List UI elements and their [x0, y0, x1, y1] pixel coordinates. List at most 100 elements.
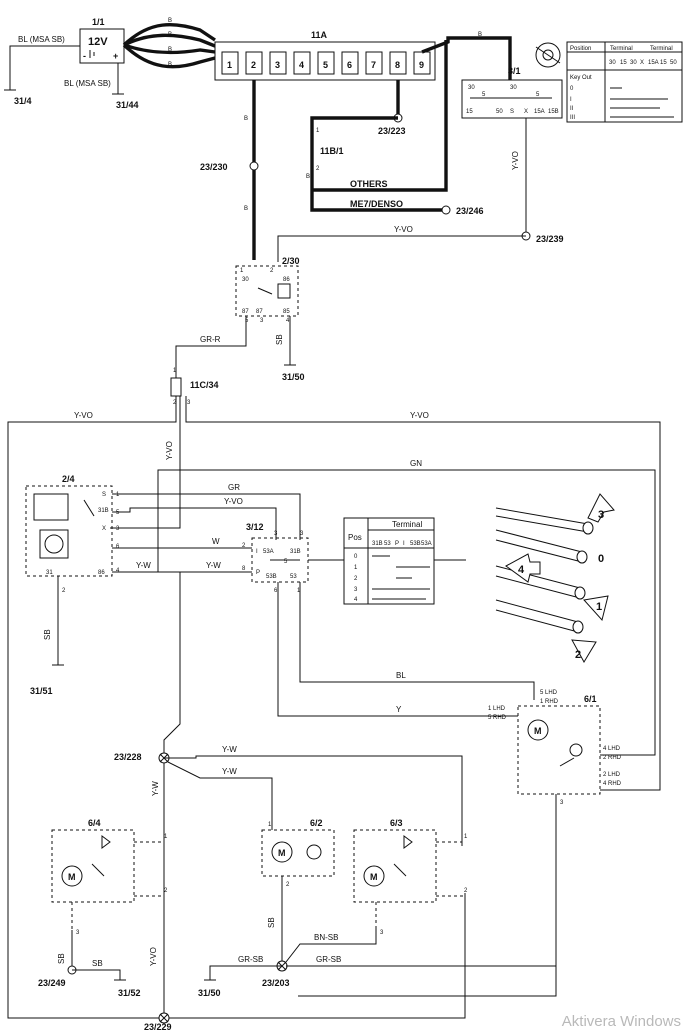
svg-text:2: 2 — [316, 166, 320, 172]
svg-text:23/228: 23/228 — [114, 752, 142, 762]
svg-text:3: 3 — [354, 587, 358, 593]
svg-text:4: 4 — [354, 597, 358, 603]
svg-text:X: X — [524, 109, 528, 115]
svg-text:W: W — [212, 537, 220, 546]
wiper-relay-2-4: 2/4 S 31B X 31 86 1 5 3 6 4 2 — [25, 474, 120, 594]
svg-text:Terminal: Terminal — [392, 520, 422, 529]
svg-text:2: 2 — [286, 882, 290, 888]
svg-text:6/2: 6/2 — [310, 818, 323, 828]
fusebox-11a: 11A 1 2 3 4 5 6 7 8 9 — [214, 30, 436, 81]
svg-text:BL: BL — [396, 671, 406, 680]
svg-text:Y-W: Y-W — [206, 561, 221, 570]
svg-text:23/229: 23/229 — [144, 1022, 172, 1032]
svg-text:GR: GR — [228, 483, 240, 492]
svg-text:Y-VO: Y-VO — [149, 947, 158, 966]
svg-text:ME7/DENSO: ME7/DENSO — [350, 199, 403, 209]
svg-text:1 LHD: 1 LHD — [488, 706, 506, 712]
svg-text:53A: 53A — [421, 541, 432, 547]
svg-text:Y: Y — [396, 705, 402, 714]
svg-text:1: 1 — [596, 601, 602, 613]
svg-text:30: 30 — [630, 60, 637, 66]
svg-text:2: 2 — [173, 400, 177, 406]
svg-text:B: B — [244, 206, 248, 212]
svg-text:23/203: 23/203 — [262, 978, 290, 988]
svg-text:BN-SB: BN-SB — [314, 933, 338, 942]
svg-text:53: 53 — [384, 541, 391, 547]
svg-text:3/12: 3/12 — [246, 522, 264, 532]
svg-text:GR-SB: GR-SB — [238, 955, 263, 964]
svg-text:Pos: Pos — [348, 533, 362, 542]
ignition-key-icon — [535, 42, 561, 68]
ignition-position-table: Position Terminal Terminal 30 15 30 X 15… — [566, 41, 683, 123]
svg-text:86: 86 — [98, 570, 105, 576]
svg-text:1: 1 — [354, 565, 358, 571]
svg-text:31/4: 31/4 — [14, 96, 32, 106]
svg-text:I: I — [570, 97, 572, 103]
svg-text:2: 2 — [575, 649, 581, 661]
svg-text:9: 9 — [419, 60, 424, 70]
svg-text:Y-VO: Y-VO — [394, 225, 413, 234]
svg-text:B: B — [244, 116, 248, 122]
svg-text:50: 50 — [670, 60, 677, 66]
svg-text:2/30: 2/30 — [282, 256, 300, 266]
svg-text:2: 2 — [242, 543, 246, 549]
svg-text:4: 4 — [518, 564, 525, 576]
svg-text:53B: 53B — [410, 541, 421, 547]
svg-text:3: 3 — [187, 400, 191, 406]
svg-text:III: III — [570, 115, 575, 121]
svg-text:6/4: 6/4 — [88, 818, 101, 828]
svg-text:86: 86 — [283, 277, 290, 283]
svg-text:X: X — [640, 60, 644, 66]
svg-text:M: M — [534, 726, 542, 736]
svg-text:GR-R: GR-R — [200, 335, 221, 344]
svg-text:M: M — [68, 872, 76, 882]
wiper-stalk-illustration: 3 0 4 1 2 — [495, 493, 615, 664]
svg-text:M: M — [370, 872, 378, 882]
svg-text:15A: 15A — [534, 109, 545, 115]
svg-text:7: 7 — [371, 60, 376, 70]
svg-text:Y-W: Y-W — [222, 745, 237, 754]
svg-text:30: 30 — [609, 60, 616, 66]
svg-text:B: B — [478, 32, 482, 38]
svg-text:23/223: 23/223 — [378, 126, 406, 136]
svg-text:5: 5 — [482, 92, 486, 98]
svg-text:Y-W: Y-W — [136, 561, 151, 570]
svg-text:2: 2 — [164, 888, 168, 894]
svg-text:4: 4 — [299, 60, 304, 70]
svg-text:85: 85 — [283, 309, 290, 315]
svg-text:4: 4 — [116, 568, 120, 574]
washer-motor-6-3: 6/3 M 1 2 3 — [353, 818, 468, 936]
svg-text:4: 4 — [286, 318, 290, 324]
svg-text:3: 3 — [275, 60, 280, 70]
svg-text:53B: 53B — [266, 574, 277, 580]
svg-text:6: 6 — [347, 60, 352, 70]
svg-text:23/246: 23/246 — [456, 206, 484, 216]
svg-text:87: 87 — [242, 309, 249, 315]
svg-text:0: 0 — [570, 86, 574, 92]
svg-text:31/50: 31/50 — [198, 988, 221, 998]
svg-text:3/1: 3/1 — [508, 66, 521, 76]
svg-text:3: 3 — [560, 800, 564, 806]
svg-text:30: 30 — [468, 85, 475, 91]
svg-text:Y-VO: Y-VO — [165, 441, 174, 460]
svg-text:Position: Position — [570, 46, 591, 52]
svg-text:SB: SB — [43, 629, 52, 640]
svg-text:1 RHD: 1 RHD — [540, 699, 559, 705]
svg-text:8: 8 — [395, 60, 400, 70]
svg-text:1: 1 — [173, 368, 177, 374]
svg-text:B: B — [168, 32, 172, 38]
svg-text:30: 30 — [242, 277, 249, 283]
svg-text:BL (MSA SB): BL (MSA SB) — [64, 79, 111, 88]
svg-text:2/4: 2/4 — [62, 474, 75, 484]
fuse-11c-34: 11C/34 1 2 3 — [170, 368, 219, 406]
svg-text:5: 5 — [536, 92, 540, 98]
svg-text:2: 2 — [270, 268, 274, 274]
svg-text:1: 1 — [164, 834, 168, 840]
svg-text:2: 2 — [464, 888, 468, 894]
svg-text:12V: 12V — [88, 36, 108, 48]
svg-text:Y-VO: Y-VO — [410, 411, 429, 420]
svg-text:1: 1 — [116, 492, 120, 498]
svg-text:31B: 31B — [98, 508, 109, 514]
svg-text:I: I — [403, 541, 405, 547]
